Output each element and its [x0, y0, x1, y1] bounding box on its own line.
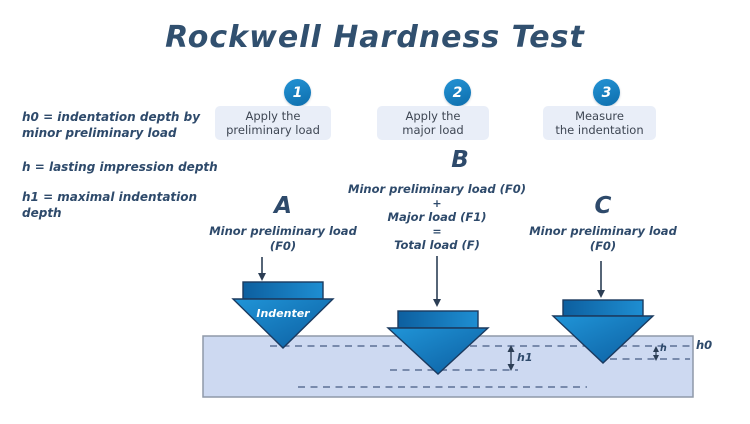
step-2-number: 2 — [452, 84, 463, 101]
stage-b-letter: B — [451, 147, 469, 173]
step-2-line1: Apply the — [405, 109, 461, 123]
step-3-number: 3 — [601, 84, 612, 101]
step-1-number-badge: 1 — [284, 79, 311, 106]
step-3-number-badge: 3 — [593, 79, 620, 106]
h1-depth-label: h1 — [517, 351, 533, 364]
h1-measure-arrow — [507, 345, 515, 371]
stage-c-load-label: Minor preliminary load (F0) — [508, 224, 698, 254]
h0-depth-label: h0 — [696, 338, 713, 352]
h-measure-arrow — [653, 346, 659, 361]
step-3-line2: the indentation — [555, 123, 644, 137]
stage-b-load-line1: Minor preliminary load (F0) — [348, 182, 526, 196]
indenter-b — [386, 310, 490, 375]
stage-a-letter: A — [274, 193, 292, 219]
step-1-line1: Apply the — [245, 109, 301, 123]
legend-h0: h0 = indentation depth by minor prelimin… — [22, 110, 201, 140]
stage-a-load-label: Minor preliminary load (F0) — [188, 224, 378, 254]
step-2-number-badge: 2 — [444, 79, 471, 106]
stage-a-load-line2: (F0) — [269, 239, 297, 253]
h-depth-label: h — [660, 343, 667, 354]
stage-b-load-line2: Major load (F1) — [387, 210, 487, 224]
step-1-number: 1 — [292, 84, 303, 101]
legend-h1: h1 = maximal indentation depth — [22, 190, 198, 220]
force-arrows — [258, 256, 605, 307]
step-1-label-box: Apply the preliminary load — [215, 106, 331, 140]
stage-c-load-line1: Minor preliminary load — [529, 224, 677, 238]
step-2-line2: major load — [402, 123, 464, 137]
step-3-line1: Measure — [575, 109, 624, 123]
indenter-c — [551, 299, 655, 364]
page-title: Rockwell Hardness Test — [165, 20, 585, 55]
stage-b-load-line3: Total load (F) — [394, 238, 480, 252]
step-2-label-box: Apply the major load — [377, 106, 489, 140]
step-1-line2: preliminary load — [226, 123, 320, 137]
stage-b-plus-sign: + — [432, 197, 442, 210]
stage-c-letter: C — [594, 193, 612, 219]
step-3-label-box: Measure the indentation — [543, 106, 656, 140]
stage-c-load-line2: (F0) — [589, 239, 617, 253]
stage-b-load-label: Minor preliminary load (F0) + Major load… — [342, 182, 532, 253]
indenter-label: Indenter — [256, 307, 310, 320]
stage-b-equals-sign: = — [432, 225, 442, 238]
indenter-a — [231, 281, 335, 349]
legend-h: h = lasting impression depth — [22, 160, 218, 174]
stage-a-load-line1: Minor preliminary load — [209, 224, 357, 238]
